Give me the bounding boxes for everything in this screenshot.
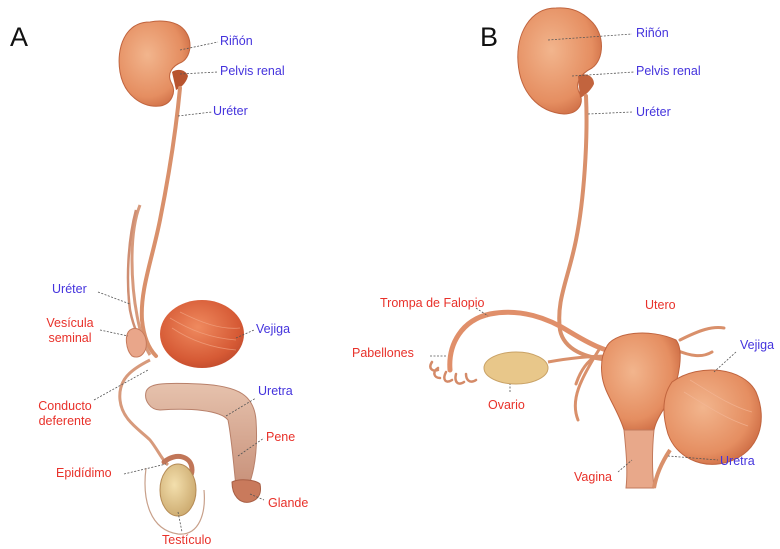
label-vesicula-seminal-a: Vesícula seminal [40,316,100,346]
label-pelvis-renal-b: Pelvis renal [636,64,701,79]
seminal-vesicle-a [126,328,146,357]
panel-a-letter: A [10,22,28,53]
urethra-b [654,450,670,488]
label-utero-b: Utero [645,298,676,313]
kidney-b [518,8,602,114]
panel-a-artwork [119,21,260,534]
label-pelvis-renal-a: Pelvis renal [220,64,285,79]
panel-b-letter: B [480,22,498,53]
testicle-a [160,464,196,516]
bladder-b [664,370,761,464]
ovary-b [484,352,548,384]
label-testiculo-a: Testículo [162,533,211,548]
label-ureter-b: Uréter [636,105,671,120]
label-vesicula-line2: seminal [40,331,100,346]
label-vejiga-a: Vejiga [256,322,290,337]
label-conducto-deferente-a: Conducto deferente [32,399,98,429]
label-vagina-b: Vagina [574,470,612,485]
label-vejiga-b: Vejiga [740,338,774,353]
bladder-a [160,300,244,368]
label-epididimo-a: Epidídimo [56,466,112,481]
ureter-b [559,96,610,360]
label-rinon-b: Riñón [636,26,669,41]
label-rinon-a: Riñón [220,34,253,49]
label-pene-a: Pene [266,430,295,445]
label-trompa-de-falopio-b: Trompa de Falopio [380,296,484,311]
label-ureter-side-a: Uréter [52,282,87,297]
label-glande-a: Glande [268,496,308,511]
label-uretra-b: Uretra [720,454,755,469]
label-uretra-a: Uretra [258,384,293,399]
label-vesicula-line1: Vesícula [40,316,100,331]
panel-b-artwork [430,8,761,488]
glans-a [232,480,261,502]
label-pabellones-b: Pabellones [352,346,414,361]
label-conducto-line1: Conducto [32,399,98,414]
fimbriae-b [430,362,476,384]
vagina-b [624,430,654,488]
label-ureter-top-a: Uréter [213,104,248,119]
label-conducto-line2: deferente [32,414,98,429]
penis-a [146,383,257,486]
label-ovario-b: Ovario [488,398,525,413]
